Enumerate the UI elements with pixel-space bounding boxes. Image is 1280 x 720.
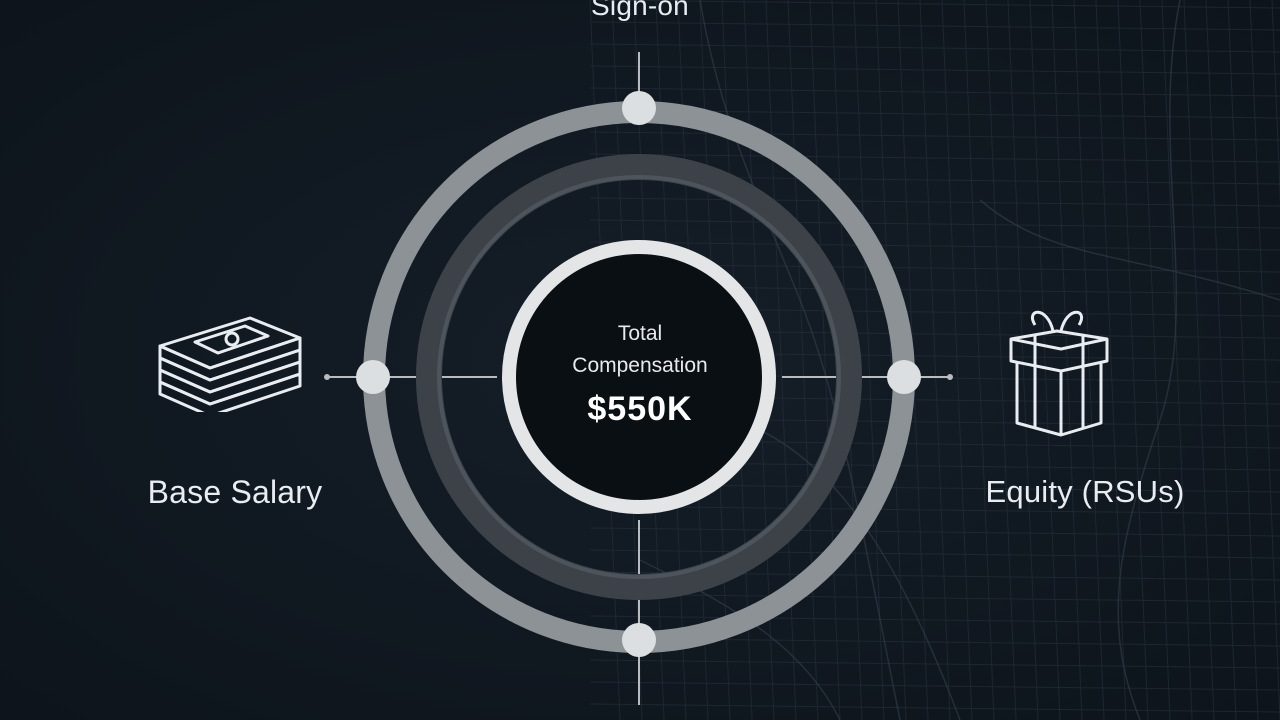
total-compensation-value: $550K xyxy=(587,390,693,428)
connector-left-end xyxy=(324,374,330,380)
gift-box-icon xyxy=(995,305,1120,440)
center-title-line1: Total xyxy=(617,322,663,345)
node-dot-right[interactable] xyxy=(887,360,921,394)
center-title-line2: Compensation xyxy=(572,354,708,377)
center-disc xyxy=(504,242,774,512)
node-dot-left[interactable] xyxy=(356,360,390,394)
node-dot-bottom[interactable] xyxy=(622,623,656,657)
money-stack-icon xyxy=(150,312,320,418)
sign-on-label: Sign-on xyxy=(591,0,689,21)
base-salary-label: Base Salary xyxy=(147,474,323,510)
equity-label: Equity (RSUs) xyxy=(985,474,1185,509)
center-title: Total Compensation xyxy=(540,318,740,382)
node-dot-top[interactable] xyxy=(622,91,656,125)
connector-right-end xyxy=(947,374,953,380)
middle-ring xyxy=(416,154,862,600)
inner-ring xyxy=(502,240,776,514)
middle-ring-highlight xyxy=(437,175,841,579)
